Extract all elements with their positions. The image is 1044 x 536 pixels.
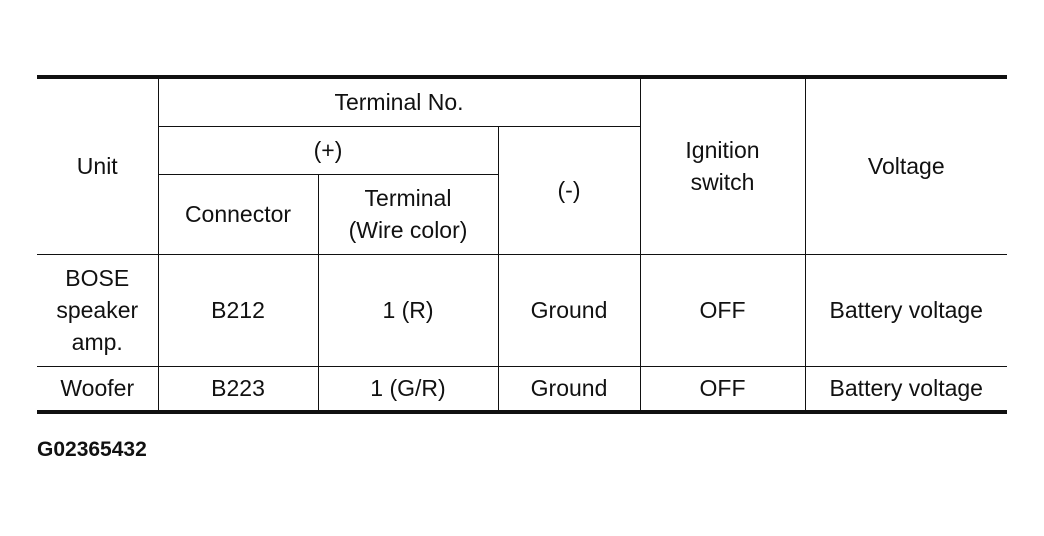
voltage-cell: Battery voltage <box>804 365 1008 414</box>
terminal-cell: 1 (G/R) <box>317 365 499 414</box>
unit-line: BOSE <box>65 265 130 291</box>
unit-line: speaker <box>56 297 139 323</box>
figure-id: G02365432 <box>37 438 147 461</box>
unit-cell: BOSE speaker amp. <box>37 253 159 367</box>
table-row: BOSE speaker amp. B212 1 (R) Ground OFF … <box>37 253 1008 367</box>
connector-cell: B223 <box>157 365 319 414</box>
ignition-cell: OFF <box>639 365 806 414</box>
terminal-spec-table: Unit Terminal No. Ignition switch Voltag… <box>37 75 1008 414</box>
header-connector: Connector <box>158 173 319 255</box>
ignition-cell: OFF <box>639 253 806 367</box>
minus-cell: Ground <box>497 253 641 367</box>
header-ignition-line1: Ignition <box>685 137 760 164</box>
connector-cell: B212 <box>157 253 319 367</box>
header-ignition-line2: switch <box>690 169 755 196</box>
terminal-cell: 1 (R) <box>317 253 499 367</box>
header-voltage: Voltage <box>804 75 1008 255</box>
unit-cell: Woofer <box>37 365 159 414</box>
header-terminal-wire-color: Terminal (Wire color) <box>317 173 498 255</box>
header-minus: (-) <box>497 125 641 255</box>
table-row: Woofer B223 1 (G/R) Ground OFF Battery v… <box>37 365 1008 414</box>
minus-cell: Ground <box>497 365 641 414</box>
header-terminal-line1: Terminal <box>364 185 452 211</box>
voltage-cell: Battery voltage <box>804 253 1008 367</box>
header-terminal-no: Terminal No. <box>157 75 641 127</box>
header-ignition-switch: Ignition switch <box>639 75 806 255</box>
header-plus: (+) <box>158 125 499 175</box>
terminal-spec-table-container: Unit Terminal No. Ignition switch Voltag… <box>37 75 1008 414</box>
header-terminal-line2: (Wire color) <box>348 217 468 243</box>
header-unit: Unit <box>37 75 159 255</box>
unit-line: amp. <box>71 329 123 355</box>
